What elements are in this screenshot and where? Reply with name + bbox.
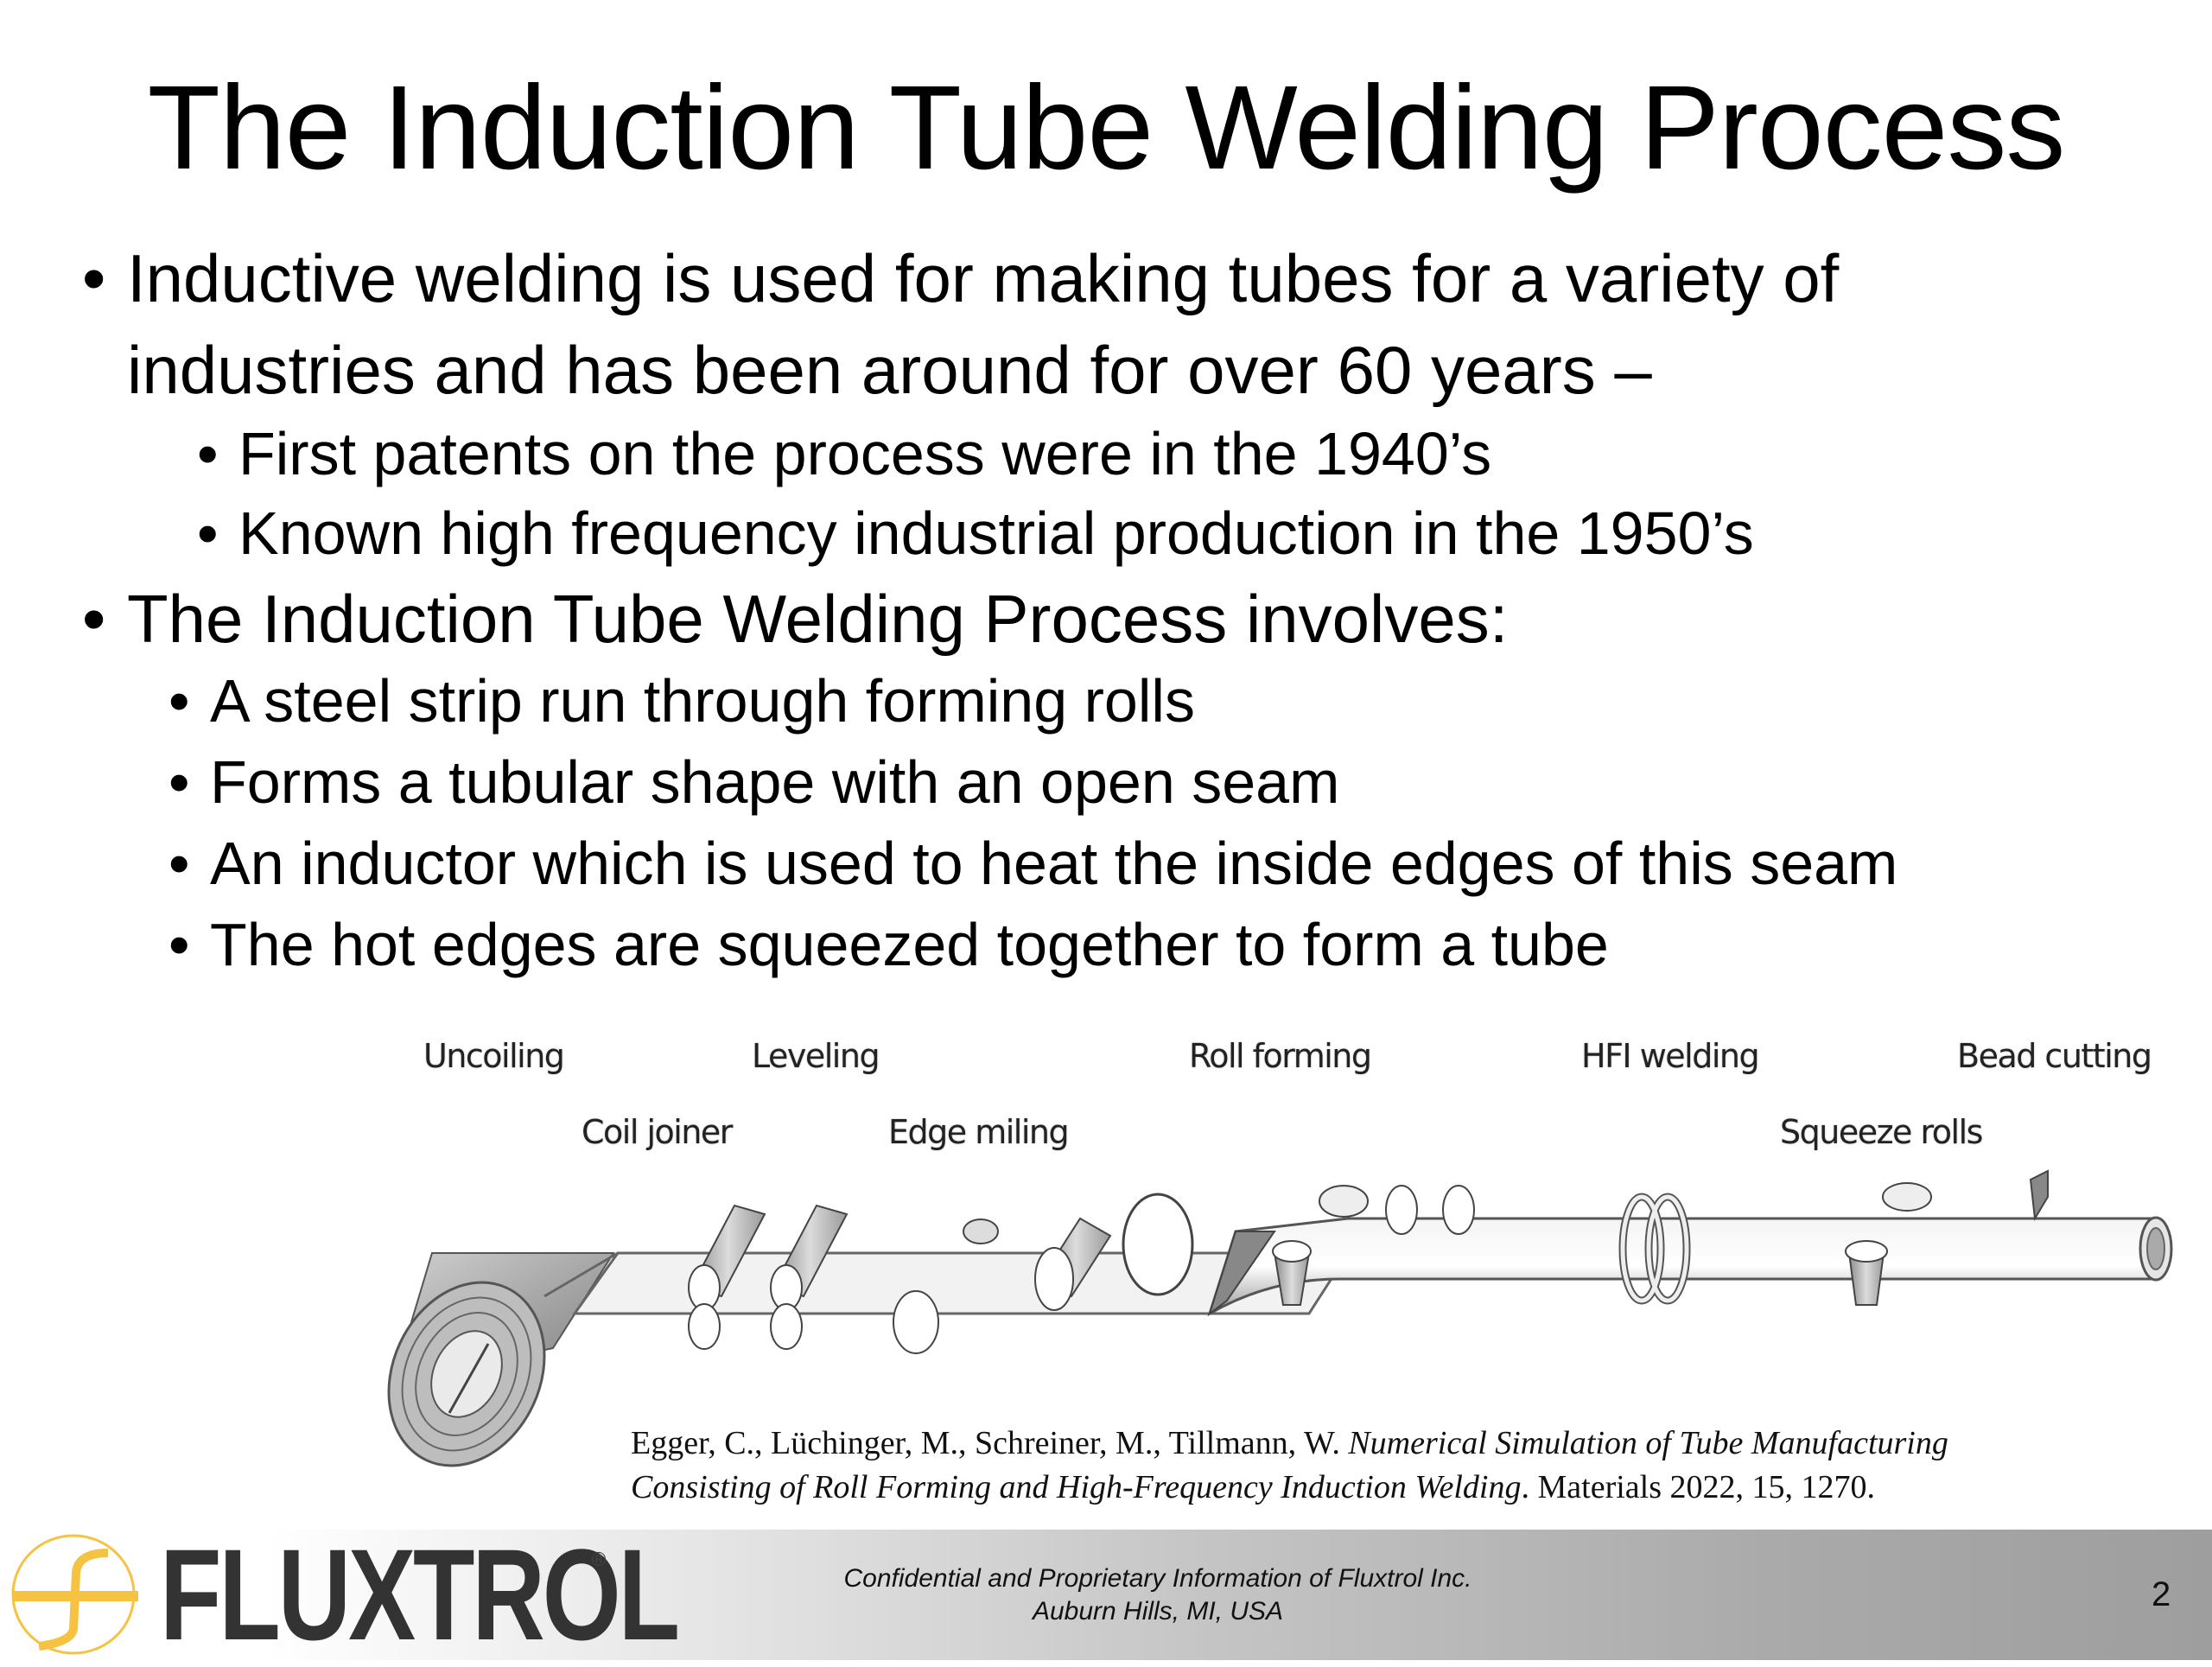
induction-coil-icon (1618, 1193, 1691, 1305)
bullet-dot-icon: • (168, 748, 190, 816)
squeeze-rolls-icon (1845, 1182, 1932, 1306)
citation-title-1: Numerical Simulation of Tube Manufacturi… (1348, 1425, 1948, 1461)
logo-emblem-icon (11, 1534, 138, 1655)
edge-mill-icon (893, 1290, 939, 1354)
sub-bullet-item: • Forms a tubular shape with an open sea… (168, 743, 1339, 821)
bullet-text: An inductor which is used to heat the in… (210, 830, 1898, 897)
sub-bullet-item: • Known high frequency industrial produc… (197, 494, 1754, 572)
label-bead-cutting: Bead cutting (1957, 1037, 2152, 1075)
bullet-text: Forms a tubular shape with an open seam (210, 748, 1340, 816)
confidential-line-1: Confidential and Proprietary Information… (843, 1564, 1472, 1593)
bullet-text: Known high frequency industrial producti… (238, 499, 1754, 567)
bullet-text: First patents on the process were in the… (238, 420, 1492, 487)
sub-bullet-item: • A steel strip run through forming roll… (168, 662, 1195, 740)
sub-bullet-item: • First patents on the process were in t… (197, 415, 1491, 493)
coil-icon (387, 1252, 615, 1467)
bullet-dot-icon: • (82, 240, 106, 316)
label-leveling: Leveling (752, 1037, 880, 1075)
bullet-dot-icon: • (168, 830, 190, 897)
bullet-dot-icon: • (168, 911, 190, 978)
citation-authors: Egger, C., Lüchinger, M., Schreiner, M.,… (631, 1425, 1349, 1461)
citation-title-2: Consisting of Roll Forming and High-Freq… (631, 1469, 1522, 1505)
fluxtrol-logo: FLUXTROL ® (9, 1530, 680, 1659)
registered-mark: ® (589, 1549, 608, 1571)
confidential-line-2: Auburn Hills, MI, USA (1032, 1597, 1284, 1626)
bullet-text: industries and has been around for over … (127, 332, 1652, 408)
citation-journal: . Materials 2022, 15, 1270. (1521, 1469, 1875, 1505)
bullet-text: The Induction Tube Welding Process invol… (127, 581, 1509, 657)
bullet-text: The hot edges are squeezed together to f… (210, 911, 1609, 978)
label-coil-joiner: Coil joiner (582, 1113, 733, 1151)
confidential-notice: Confidential and Proprietary Information… (778, 1562, 1538, 1628)
label-uncoiling: Uncoiling (423, 1037, 565, 1075)
bullet-text: Inductive welding is used for making tub… (127, 240, 1840, 316)
slide-title: The Induction Tube Welding Process (147, 61, 2066, 194)
page-number: 2 (2152, 1575, 2171, 1613)
logo-wordmark: FLUXTROL (160, 1522, 680, 1667)
bullet-dot-icon: • (168, 667, 190, 735)
citation: Egger, C., Lüchinger, M., Schreiner, M.,… (631, 1422, 2186, 1510)
label-hfi-welding: HFI welding (1581, 1037, 1760, 1075)
bullet-item: • The Induction Tube Welding Process inv… (82, 576, 1508, 662)
formed-tube (1207, 1217, 2153, 1317)
label-roll-forming: Roll forming (1189, 1037, 1372, 1075)
label-edge-milling: Edge miling (888, 1113, 1070, 1151)
label-squeeze-rolls: Squeeze rolls (1780, 1113, 1983, 1151)
footer-bar (0, 1530, 2212, 1660)
bullet-item: • Inductive welding is used for making t… (82, 235, 1839, 413)
bullet-dot-icon: • (82, 581, 106, 657)
forming-rolls-icon (1034, 1193, 1194, 1311)
bead-cutter-icon (2029, 1169, 2049, 1222)
bullet-dot-icon: • (197, 420, 219, 487)
bullet-dot-icon: • (197, 499, 219, 567)
leveling-rolls-icon (688, 1204, 849, 1350)
sub-bullet-item: • An inductor which is used to heat the … (168, 824, 1897, 902)
bullet-text: A steel strip run through forming rolls (210, 667, 1195, 735)
sub-bullet-item: • The hot edges are squeezed together to… (168, 906, 1609, 983)
